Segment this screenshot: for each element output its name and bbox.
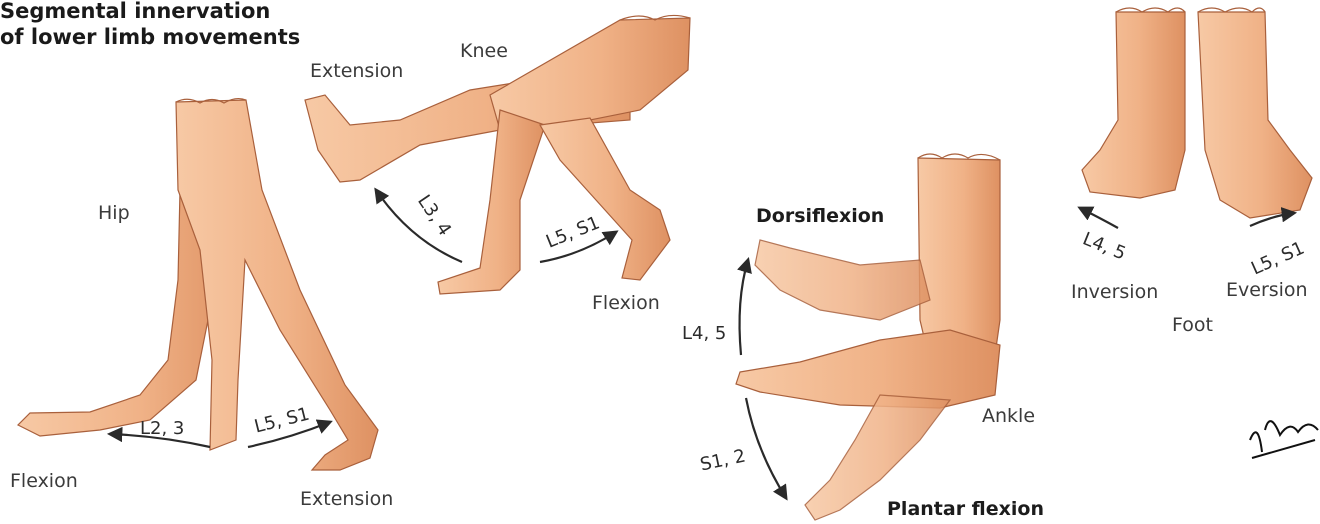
ankle-plantar-label: Plantar flexion	[887, 498, 1044, 520]
hip-extension-label: Extension	[300, 488, 393, 510]
hip-flexion-label: Flexion	[10, 470, 78, 492]
title-line-1: Segmental innervation	[0, 0, 300, 24]
knee-flexion-label: Flexion	[592, 292, 660, 314]
figure-title: Segmental innervation of lower limb move…	[0, 0, 300, 50]
foot-right	[1198, 12, 1312, 218]
knee-title: Knee	[460, 40, 508, 62]
hip-title: Hip	[98, 202, 130, 224]
ankle-dorsiflexion-label: Dorsiflexion	[756, 205, 884, 227]
knee-back-leg	[540, 118, 670, 280]
ankle-dorsiflexion-arrow	[740, 260, 748, 355]
foot-pair	[1082, 8, 1312, 218]
foot-inversion-arrow	[1080, 208, 1118, 228]
title-line-2: of lower limb movements	[0, 24, 300, 50]
foot-eversion-label: Eversion	[1226, 279, 1308, 301]
knee-extension-label: Extension	[310, 60, 403, 82]
hip-flexion-segments: L2, 3	[140, 418, 184, 439]
movement-arrows	[110, 190, 1294, 498]
foot-inversion-label: Inversion	[1071, 281, 1158, 303]
ankle-dorsiflexion-segments: L4, 5	[682, 323, 726, 344]
signature-mark	[1250, 421, 1318, 458]
ankle-plantar-arrow	[746, 398, 786, 498]
foot-left	[1082, 12, 1185, 198]
ankle-dorsiflexed-foot	[755, 240, 930, 320]
knee-thigh	[490, 18, 690, 130]
foot-title: Foot	[1172, 314, 1213, 336]
ankle-title: Ankle	[982, 405, 1035, 427]
ankle-neutral-foot	[736, 330, 1000, 408]
